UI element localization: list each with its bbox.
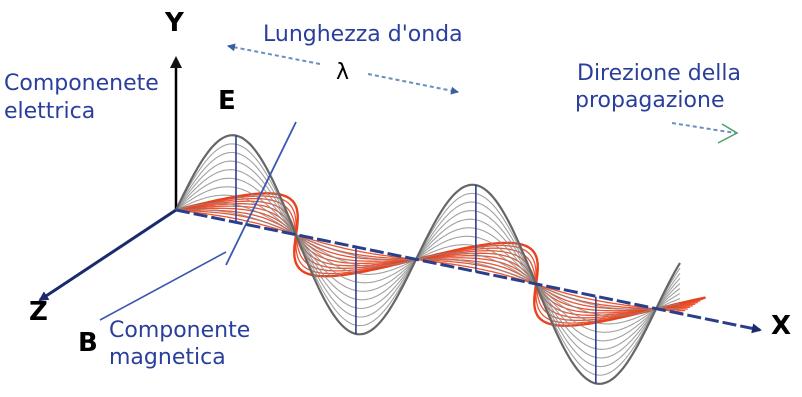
wavelength-label: Lunghezza d'onda [263, 22, 463, 47]
direction-label-line1: Direzione della [577, 61, 741, 86]
e-vector-line [225, 121, 297, 266]
electric-wave-curve [175, 134, 681, 385]
propagation-arrow-head [717, 123, 739, 144]
magnetic-wave-curve [175, 205, 693, 314]
x-axis-line [175, 208, 762, 334]
axis-z-label: Z [29, 297, 48, 327]
wavelength-arrow-right [367, 73, 459, 95]
magnetic-label-line2: magnetica [109, 345, 226, 370]
vector-e-label: E [218, 86, 236, 116]
direction-label-line2: propagazione [575, 88, 725, 113]
wavelength-arrow-left [227, 43, 321, 65]
magnetic-wave-curve [175, 207, 691, 312]
propagation-arrow [671, 122, 736, 134]
magnetic-label-line1: Componente [109, 318, 251, 343]
axis-ticks [235, 135, 597, 384]
electric-label-line1: Componenete [4, 71, 159, 96]
b-vector-line [99, 251, 227, 321]
lambda-symbol: λ [336, 60, 350, 85]
z-axis-line [38, 208, 177, 302]
electric-label-line2: elettrica [4, 99, 96, 124]
axis-x-label: X [771, 311, 792, 341]
axis-y-label: Y [165, 8, 184, 38]
vector-b-label: B [78, 328, 98, 358]
electric-wave [175, 134, 681, 385]
